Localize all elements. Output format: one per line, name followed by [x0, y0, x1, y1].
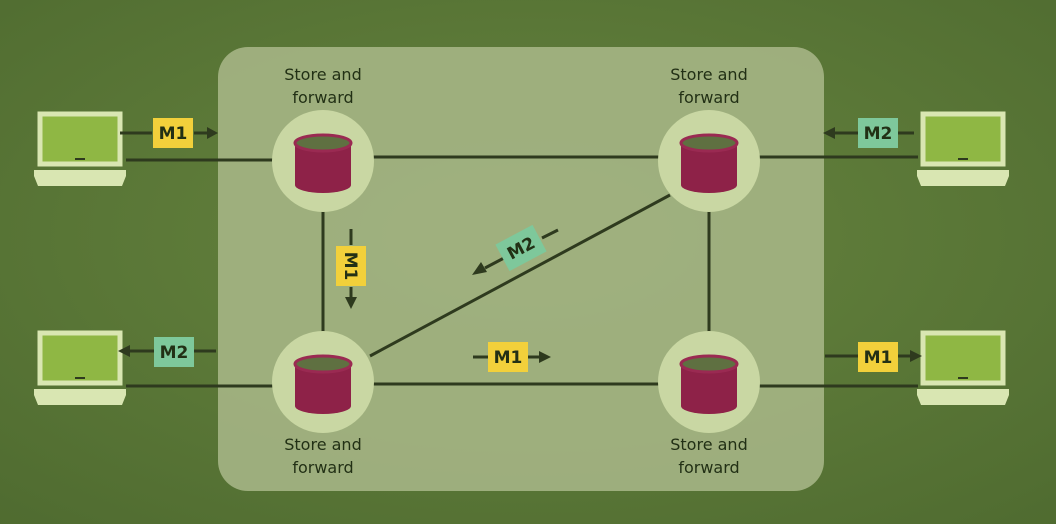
message-tag-m1-bottom-right: M1 — [858, 342, 898, 372]
node-label-bottom-right-line2: forward — [678, 458, 739, 477]
arrow-right-icon — [207, 127, 218, 139]
message-label: M1 — [864, 348, 893, 368]
message-label: M1 — [494, 348, 523, 368]
node-bottom-left — [272, 331, 374, 433]
arrow-left-icon — [823, 127, 835, 139]
arrow-right-icon — [539, 351, 551, 363]
node-label-bottom-left-line2: forward — [292, 458, 353, 477]
message-tag-m1-vertical: M1 — [336, 246, 366, 286]
node-label-bottom-left-line1: Store and — [284, 435, 361, 454]
laptop-top-right-icon — [917, 111, 1009, 186]
network-links — [321, 155, 711, 386]
laptop-top-left-icon — [34, 111, 126, 186]
message-label: M2 — [864, 124, 893, 144]
message-tag-m2-bottom-left: M2 — [154, 337, 194, 367]
arrow-left-icon — [118, 345, 130, 357]
arrow-down-icon — [345, 297, 357, 309]
arrow-right-icon — [910, 350, 922, 362]
node-label-top-right-line1: Store and — [670, 65, 747, 84]
link-diagonal — [369, 193, 671, 358]
message-label: M1 — [340, 252, 360, 281]
arrow-down-left-icon — [472, 262, 487, 275]
message-tag-m1-top-left: M1 — [153, 118, 193, 148]
message-tag-m2-diagonal: M2 — [495, 224, 547, 272]
laptop-bottom-left-icon — [34, 330, 126, 405]
message-label: M1 — [159, 124, 188, 144]
node-label-bottom-right-line1: Store and — [670, 435, 747, 454]
node-label-top-right-line2: forward — [678, 88, 739, 107]
message-label: M2 — [160, 343, 189, 363]
access-links — [126, 155, 918, 388]
message-tag-m2-top-right: M2 — [858, 118, 898, 148]
node-label-top-left-line2: forward — [292, 88, 353, 107]
message-tags: M1 M2 M2 M1 M1 M1 M2 — [153, 118, 898, 372]
laptop-bottom-right-icon — [917, 330, 1009, 405]
node-bottom-right — [658, 331, 760, 433]
node-labels: Store and forward Store and forward Stor… — [284, 65, 747, 477]
node-label-top-left-line1: Store and — [284, 65, 361, 84]
node-top-right — [658, 110, 760, 212]
message-tag-m1-middle: M1 — [488, 342, 528, 372]
node-top-left — [272, 110, 374, 212]
message-arrows — [118, 127, 922, 363]
